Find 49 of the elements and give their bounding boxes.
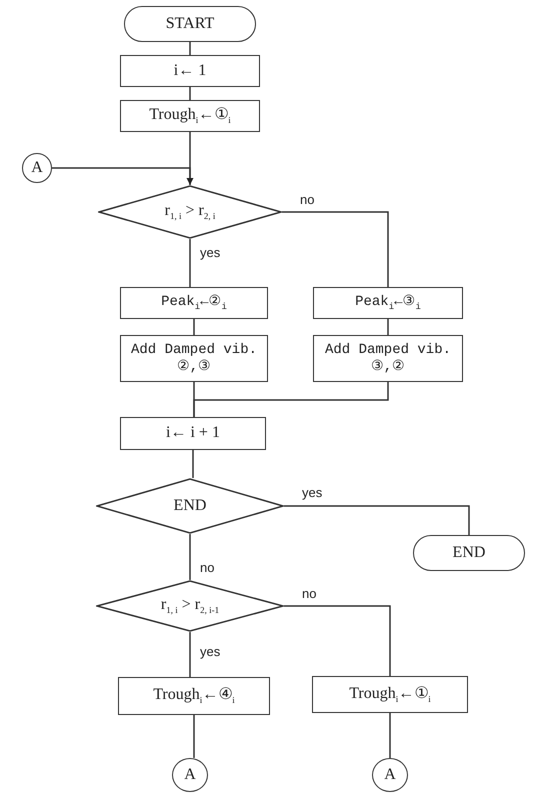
connector-circle bbox=[172, 758, 208, 792]
node-label: A bbox=[31, 158, 43, 178]
flow-line bbox=[193, 319, 195, 335]
flow-line bbox=[193, 715, 195, 758]
process-box bbox=[120, 100, 260, 132]
node-label: r$_{1, i}$ > r$_{2, i}$ bbox=[164, 202, 216, 222]
node-label: Add Damped vib. ②,③ bbox=[130, 342, 258, 375]
flow-line bbox=[189, 87, 191, 100]
flow-line bbox=[193, 382, 389, 417]
node-label: Peak$_{i}$←③$_{i}$ bbox=[355, 294, 421, 312]
flow-line bbox=[189, 239, 191, 287]
node-label: Trough$_{i}$←④$_{i}$ bbox=[153, 686, 235, 706]
connector-circle bbox=[22, 153, 52, 183]
end-terminal bbox=[413, 535, 525, 571]
process-box bbox=[313, 287, 463, 319]
flow-line bbox=[387, 319, 389, 335]
decision-diamond bbox=[98, 185, 282, 239]
node-label: Add Damped vib. ③,② bbox=[324, 342, 452, 375]
node-label: i← i + 1 bbox=[166, 424, 220, 443]
node-label: Trough$_{i}$←①$_{i}$ bbox=[349, 684, 431, 704]
node-label: END bbox=[174, 496, 206, 516]
flow-line bbox=[189, 632, 191, 677]
process-box bbox=[120, 417, 266, 450]
flow-line bbox=[189, 42, 191, 55]
flow-line bbox=[192, 450, 194, 478]
flow-line bbox=[282, 211, 389, 287]
node-label: END bbox=[452, 544, 486, 562]
node-label: r$_{1, i}$ > r$_{2, i-1}$ bbox=[160, 596, 220, 616]
flow-line bbox=[284, 505, 470, 535]
process-box bbox=[313, 335, 463, 382]
arrow bbox=[52, 167, 194, 185]
flow-line bbox=[284, 605, 391, 676]
process-box bbox=[120, 335, 268, 382]
process-box bbox=[312, 676, 468, 713]
node-label: START bbox=[166, 14, 214, 34]
decision-diamond bbox=[96, 478, 284, 534]
process-box bbox=[118, 677, 270, 715]
process-box bbox=[120, 287, 268, 319]
node-label: Trough$_{i}$←①$_{i}$ bbox=[149, 106, 231, 126]
node-label: Peak$_{i}$←②$_{i}$ bbox=[161, 294, 227, 312]
flow-line bbox=[389, 713, 391, 758]
flow-line bbox=[189, 534, 191, 580]
node-label: A bbox=[184, 766, 196, 784]
node-label: A bbox=[384, 766, 396, 784]
decision-diamond bbox=[96, 580, 284, 632]
process-box bbox=[120, 55, 260, 87]
connector-circle bbox=[372, 758, 408, 792]
start-terminal bbox=[124, 6, 256, 42]
node-label: i← 1 bbox=[174, 62, 206, 80]
